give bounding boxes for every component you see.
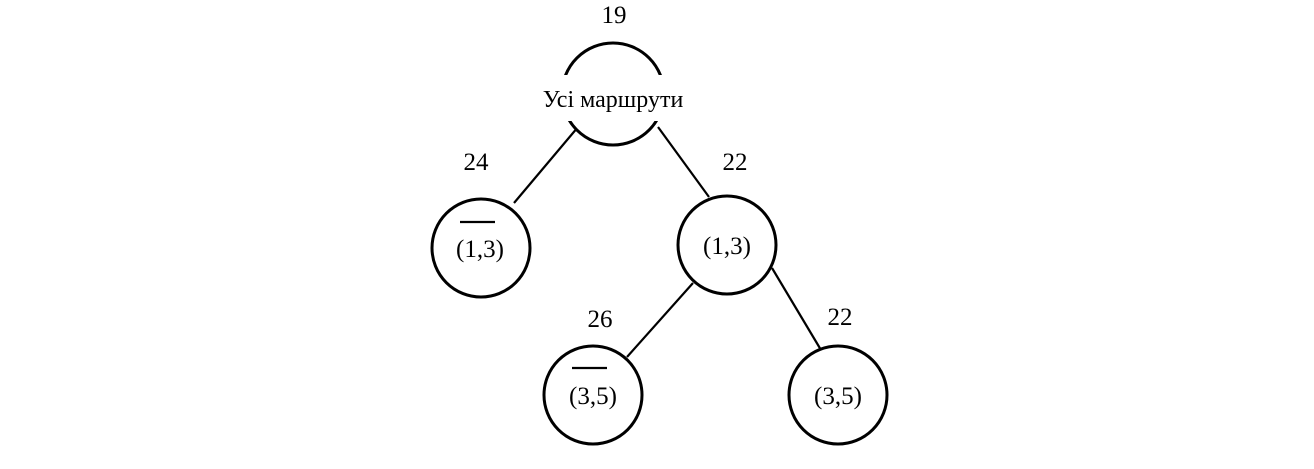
- right-right-node-label: (3,5): [814, 383, 862, 410]
- right-left-bound: 26: [588, 306, 613, 333]
- edge-root-right: [657, 126, 710, 198]
- edge-right-rightright: [771, 267, 822, 351]
- root-node: Усі маршрути: [502, 41, 732, 147]
- edge-root-left: [513, 126, 579, 204]
- left-node-circle: [430, 197, 532, 299]
- left-node-label: (1,3): [456, 236, 504, 263]
- right-left-node: (3,5): [542, 344, 644, 446]
- root-label-box: [502, 75, 732, 121]
- right-left-node-label: (3,5): [569, 383, 617, 410]
- right-bound: 22: [723, 149, 748, 176]
- right-node-label: (1,3): [703, 233, 751, 260]
- left-bound: 24: [464, 149, 490, 176]
- root-node-label: Усі маршрути: [543, 87, 684, 113]
- right-right-node-circle: [787, 344, 889, 446]
- right-node: (1,3): [676, 194, 778, 296]
- right-left-node-circle: [542, 344, 644, 446]
- right-right-node: (3,5): [787, 344, 889, 446]
- root-bound: 19: [602, 2, 627, 29]
- right-right-bound: 22: [828, 304, 853, 331]
- right-node-circle: [676, 194, 778, 296]
- edge-right-rightleft: [626, 282, 694, 358]
- left-node: (1,3): [430, 197, 532, 299]
